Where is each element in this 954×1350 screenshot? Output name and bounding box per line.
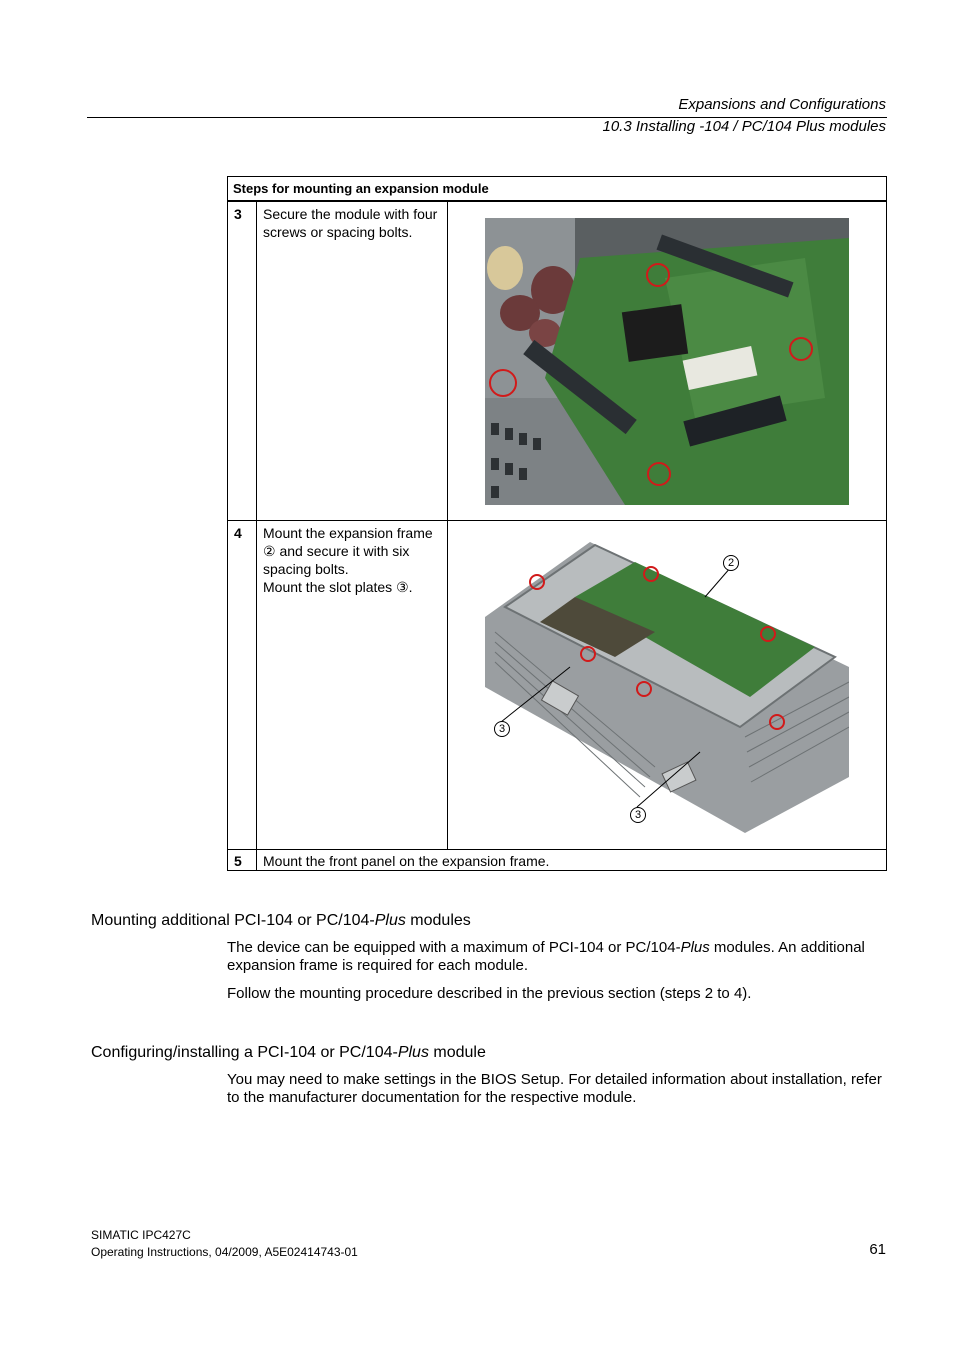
callout-2: 2	[723, 554, 739, 571]
steps-table: Steps for mounting an expansion module 3…	[227, 176, 887, 871]
header-rule	[87, 117, 887, 118]
step-3-photo-cell	[447, 200, 887, 521]
footer-product: SIMATIC IPC427C	[91, 1228, 191, 1242]
section-heading-mounting: Mounting additional PCI-104 or PC/104-Pl…	[91, 912, 471, 930]
step-number: 4	[227, 519, 257, 850]
paragraph-text: The device can be equipped with a maximu…	[227, 939, 681, 956]
page-number: 61	[869, 1241, 886, 1258]
module-screws-photo	[485, 218, 849, 505]
step-text-line: Mount the slot plates ③.	[263, 578, 413, 595]
heading-italic: Plus	[397, 1044, 429, 1061]
heading-text: Mounting additional PCI-104 or PC/104-	[91, 912, 375, 929]
callout-3-upper: 3	[494, 720, 510, 737]
step-number: 5	[227, 848, 257, 871]
paragraph-text: modules. An additional expansion frame i…	[227, 939, 865, 974]
paragraph: You may need to make settings in the BIO…	[227, 1071, 882, 1106]
step-4-photo-cell: 2 3 3	[447, 519, 887, 850]
section-heading-configuring: Configuring/installing a PCI-104 or PC/1…	[91, 1044, 486, 1062]
paragraph: Follow the mounting procedure described …	[227, 985, 752, 1002]
step-text-line: ② and secure it with six	[263, 542, 410, 559]
heading-text: Configuring/installing a PCI-104 or PC/1…	[91, 1044, 398, 1061]
step-text: Secure the module with four screws or sp…	[256, 200, 448, 521]
step-number: 3	[227, 200, 257, 521]
table-row: 5 Mount the front panel on the expansion…	[227, 848, 887, 871]
step-text: Mount the front panel on the expansion f…	[256, 848, 887, 871]
table-row: 4 Mount the expansion frame ② and secure…	[227, 519, 887, 850]
step-text: Mount the expansion frame ② and secure i…	[256, 519, 448, 850]
paragraph: The device can be equipped with a maximu…	[227, 939, 887, 975]
paragraph-italic: Plus	[680, 939, 710, 956]
callout-3-lower: 3	[630, 806, 646, 823]
running-header-chapter: Expansions and Configurations	[678, 96, 886, 113]
step-text-line: Mount the expansion frame	[263, 524, 433, 541]
heading-text: modules	[405, 912, 471, 929]
table-row: 3 Secure the module with four screws or …	[227, 200, 887, 521]
table-caption: Steps for mounting an expansion module	[227, 176, 887, 202]
footer-doc: Operating Instructions, 04/2009, A5E0241…	[91, 1245, 358, 1259]
expansion-frame-photo	[485, 536, 849, 833]
heading-italic: Plus	[374, 912, 406, 929]
heading-text: module	[428, 1044, 486, 1061]
running-header-section: 10.3 Installing -104 / PC/104 Plus modul…	[602, 118, 887, 135]
step-text-line: spacing bolts.	[263, 560, 349, 577]
